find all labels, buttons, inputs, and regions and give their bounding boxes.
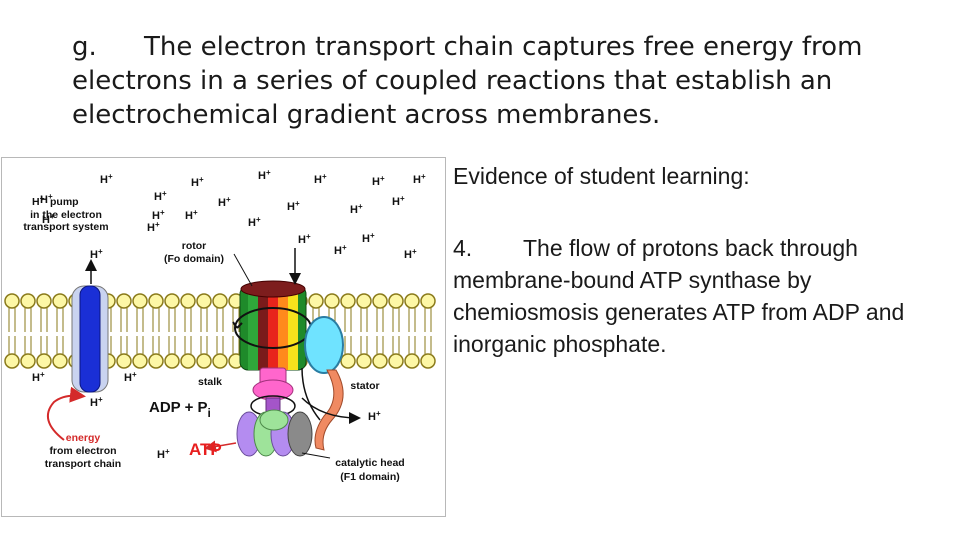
proton-symbol: H+ xyxy=(100,172,113,186)
proton-symbol: H+ xyxy=(413,172,426,186)
stalk-label: stalk xyxy=(198,376,222,388)
proton-symbol: H+ xyxy=(392,194,405,208)
proton-symbol: H+ xyxy=(42,212,55,226)
pump-label-line3: transport system xyxy=(23,221,108,233)
head-label: catalytic head xyxy=(335,457,404,469)
proton-symbol: H+ xyxy=(314,172,327,186)
proton-symbol: H+ xyxy=(368,409,381,423)
stator xyxy=(301,316,361,451)
slide-title: g.The electron transport chain captures … xyxy=(72,30,892,132)
energy-arrow xyxy=(46,386,86,441)
proton-symbol: H+ xyxy=(154,189,167,203)
proton-symbol: H+ xyxy=(362,231,375,245)
proton-symbol: H+ xyxy=(404,247,417,261)
body-text: Evidence of student learning: 4.The flow… xyxy=(453,160,923,360)
proton-symbol: H+ xyxy=(185,208,198,222)
proton-symbol: H+ xyxy=(152,208,165,222)
evidence-item-text: The flow of protons back through membran… xyxy=(453,235,905,357)
energy-label-line3: transport chain xyxy=(45,458,121,470)
proton-symbol: H+ xyxy=(248,215,261,229)
proton-symbol: H+ xyxy=(124,370,137,384)
proton-symbol: H+ xyxy=(157,447,170,461)
stator-label: stator xyxy=(350,380,379,392)
rotor-label-line2: (Fo domain) xyxy=(164,253,224,265)
title-text: The electron transport chain captures fr… xyxy=(72,32,863,130)
proton-symbol: H+ xyxy=(90,247,103,261)
rotor-label: rotor xyxy=(182,240,207,252)
proton-symbol: H+ xyxy=(191,175,204,189)
evidence-item: 4.The flow of protons back through membr… xyxy=(453,232,923,360)
proton-symbol: H+ xyxy=(40,192,53,206)
title-number: g. xyxy=(72,32,97,62)
stalk xyxy=(250,367,296,417)
proton-symbol: H+ xyxy=(32,370,45,384)
energy-label: energy xyxy=(66,432,101,444)
pump-label: pump xyxy=(50,196,79,208)
membrane xyxy=(4,293,436,369)
adp-label: ADP + Pi xyxy=(149,399,211,420)
proton-symbol: H+ xyxy=(287,199,300,213)
evidence-heading: Evidence of student learning: xyxy=(453,163,750,189)
protons: H+H+H+H+H+H+H+H+H+H+H+H+H+H+H+H+H+H+H+H+… xyxy=(32,168,426,461)
proton-symbol: H+ xyxy=(147,220,160,234)
pump-proton: H+ xyxy=(32,194,45,208)
proton-symbol: H+ xyxy=(218,195,231,209)
head-label-line2: (F1 domain) xyxy=(340,471,400,483)
proton-symbol: H+ xyxy=(350,202,363,216)
rotor-fo-domain xyxy=(232,248,312,371)
catalytic-head-f1 xyxy=(236,409,331,459)
pump-label-line2: in the electron xyxy=(30,209,102,221)
proton-symbol: H+ xyxy=(90,395,103,409)
proton-symbol: H+ xyxy=(334,243,347,257)
atp-label: ATP xyxy=(189,440,222,459)
atp-synthase-diagram: H+H+H+H+H+H+H+H+H+H+H+H+H+H+H+H+H+H+H+H+… xyxy=(1,157,446,517)
energy-label-line2: from electron xyxy=(49,445,116,457)
evidence-item-number: 4. xyxy=(453,235,473,261)
proton-symbol: H+ xyxy=(258,168,271,182)
electron-transport-pump xyxy=(71,259,109,393)
proton-symbol: H+ xyxy=(298,232,311,246)
proton-symbol: H+ xyxy=(372,174,385,188)
